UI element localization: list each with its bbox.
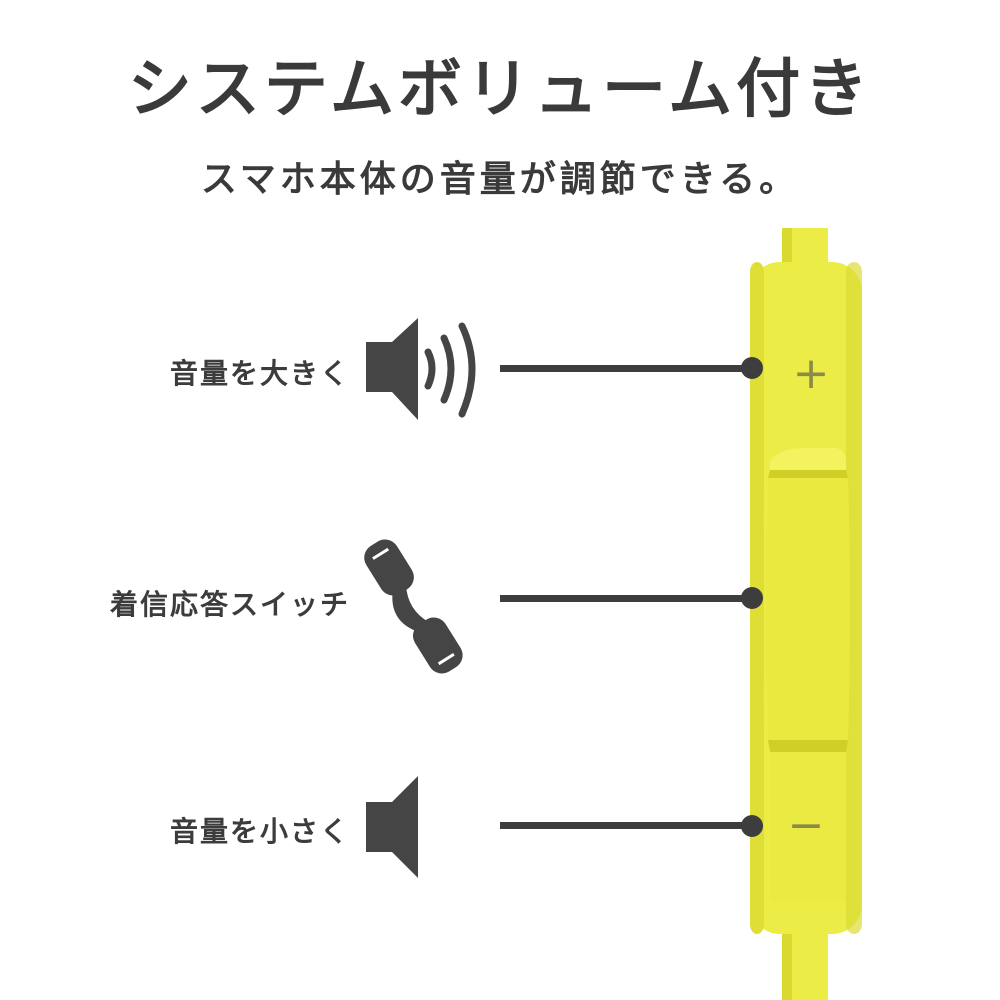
page-title: システムボリューム付き	[127, 53, 873, 127]
page-subtitle: スマホ本体の音量が調節できる。	[200, 159, 800, 200]
callout-line-volume-up	[500, 357, 763, 379]
call-answer-button[interactable]	[766, 478, 850, 752]
speaker-volume-down-icon	[366, 776, 418, 878]
speaker-volume-up-icon	[366, 318, 476, 420]
volume-up-button[interactable]: +	[768, 348, 848, 478]
earphone-cable	[782, 228, 828, 1000]
callout-line-volume-down	[500, 815, 763, 837]
volume-down-label: 音量を小さく	[169, 815, 350, 848]
volume-up-label: 音量を大きく	[169, 357, 350, 390]
volume-down-button[interactable]: −	[770, 752, 846, 902]
minus-symbol: −	[788, 800, 825, 851]
call-answer-label: 着信応答スイッチ	[109, 588, 350, 621]
callout-line-call-answer	[500, 587, 763, 609]
plus-symbol: +	[793, 348, 830, 399]
phone-handset-icon	[364, 539, 463, 674]
